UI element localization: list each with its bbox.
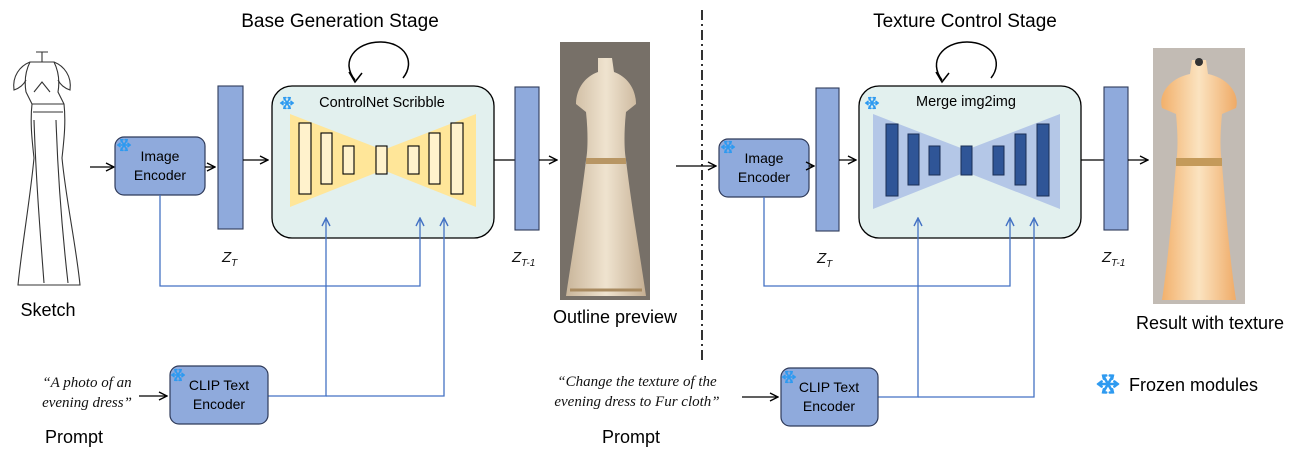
latent-zt-left-label: ZT (221, 249, 238, 269)
latent-zt1-right-label: ZT-1 (1101, 249, 1125, 269)
image-encoder-left: Image Encoder (114, 136, 206, 196)
controlnet-scribble-module: ControlNet Scribble (271, 41, 495, 239)
sketch-image (13, 51, 81, 286)
base-stage-title: Base Generation Stage (241, 11, 439, 32)
texture-stage-title: Texture Control Stage (873, 11, 1057, 32)
merge-title: Merge img2img (916, 94, 1016, 110)
result-label: Result with texture (1136, 313, 1284, 333)
controlnet-title: ControlNet Scribble (319, 95, 445, 111)
prompt-label-right: Prompt (602, 427, 660, 447)
latent-zt-right-label: ZT (816, 250, 833, 270)
latent-zt1-left (514, 86, 540, 231)
merge-img2img-module: Merge img2img (858, 41, 1082, 239)
svg-text:CLIP Text: CLIP Text (189, 377, 249, 393)
clip-text-encoder-left: CLIP Text Encoder (169, 365, 269, 425)
legend: Frozen modules (1097, 374, 1258, 395)
prompt-text-left-1: “A photo of an (42, 375, 131, 391)
svg-text:Encoder: Encoder (738, 169, 790, 185)
clip-text-encoder-right: CLIP Text Encoder (780, 367, 879, 427)
prompt-text-right-2: evening dress to Fur cloth” (554, 394, 719, 410)
svg-text:CLIP Text: CLIP Text (799, 379, 859, 395)
latent-zt1-left-label: ZT-1 (511, 249, 535, 269)
svg-text:Image: Image (745, 150, 784, 166)
result-texture-image (1153, 48, 1245, 304)
image-encoder-right: Image Encoder (718, 138, 810, 198)
snowflake-icon (1097, 374, 1119, 394)
outline-preview-image (560, 42, 650, 300)
svg-text:Encoder: Encoder (193, 396, 245, 412)
prompt-text-right-1: “Change the texture of the (557, 374, 717, 390)
svg-text:Encoder: Encoder (134, 167, 186, 183)
svg-text:Encoder: Encoder (803, 398, 855, 414)
latent-zt1-right (1103, 86, 1129, 231)
prompt-label-left: Prompt (45, 427, 103, 447)
frozen-modules-label: Frozen modules (1129, 375, 1258, 395)
prompt-text-left-2: evening dress” (42, 395, 132, 411)
latent-zt-left (217, 85, 244, 230)
outline-preview-label: Outline preview (553, 307, 678, 327)
svg-text:Image: Image (141, 148, 180, 164)
latent-zt-right (815, 87, 840, 232)
sketch-label: Sketch (20, 300, 75, 320)
